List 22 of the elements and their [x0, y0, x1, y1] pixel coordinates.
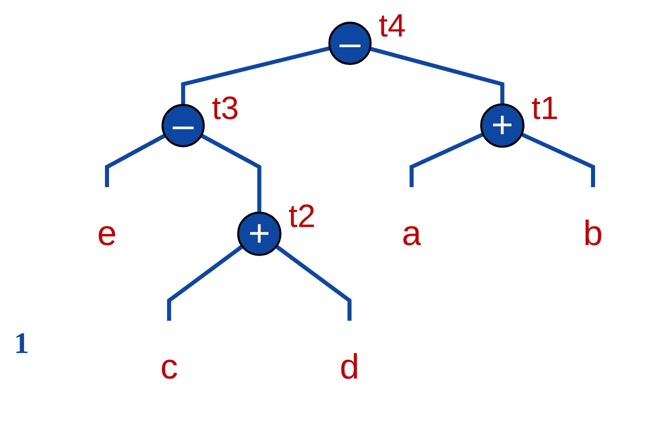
node-caption: t3	[212, 90, 239, 126]
operator-circle: +	[480, 103, 524, 148]
tree-branch	[275, 244, 352, 321]
leaf-label: b	[583, 212, 603, 254]
tree-branch	[520, 132, 596, 188]
tree-branch	[369, 46, 504, 104]
tree-branch	[104, 134, 166, 188]
operator-circle: +	[237, 212, 282, 256]
leaf-label: c	[160, 346, 178, 387]
tree-branch	[167, 244, 244, 321]
tree-branch	[181, 46, 330, 105]
tree-branch	[410, 132, 484, 188]
tree-branch	[200, 134, 262, 213]
node-caption: t2	[288, 198, 316, 234]
operator-circle: –	[328, 22, 372, 65]
leaf-label: d	[340, 346, 360, 387]
node-caption: t1	[532, 90, 559, 126]
operator-circle: –	[162, 104, 205, 148]
node-caption: t4	[378, 8, 406, 44]
figure-number: 1	[14, 327, 29, 361]
leaf-label: e	[97, 212, 117, 254]
leaf-label: a	[402, 212, 422, 254]
